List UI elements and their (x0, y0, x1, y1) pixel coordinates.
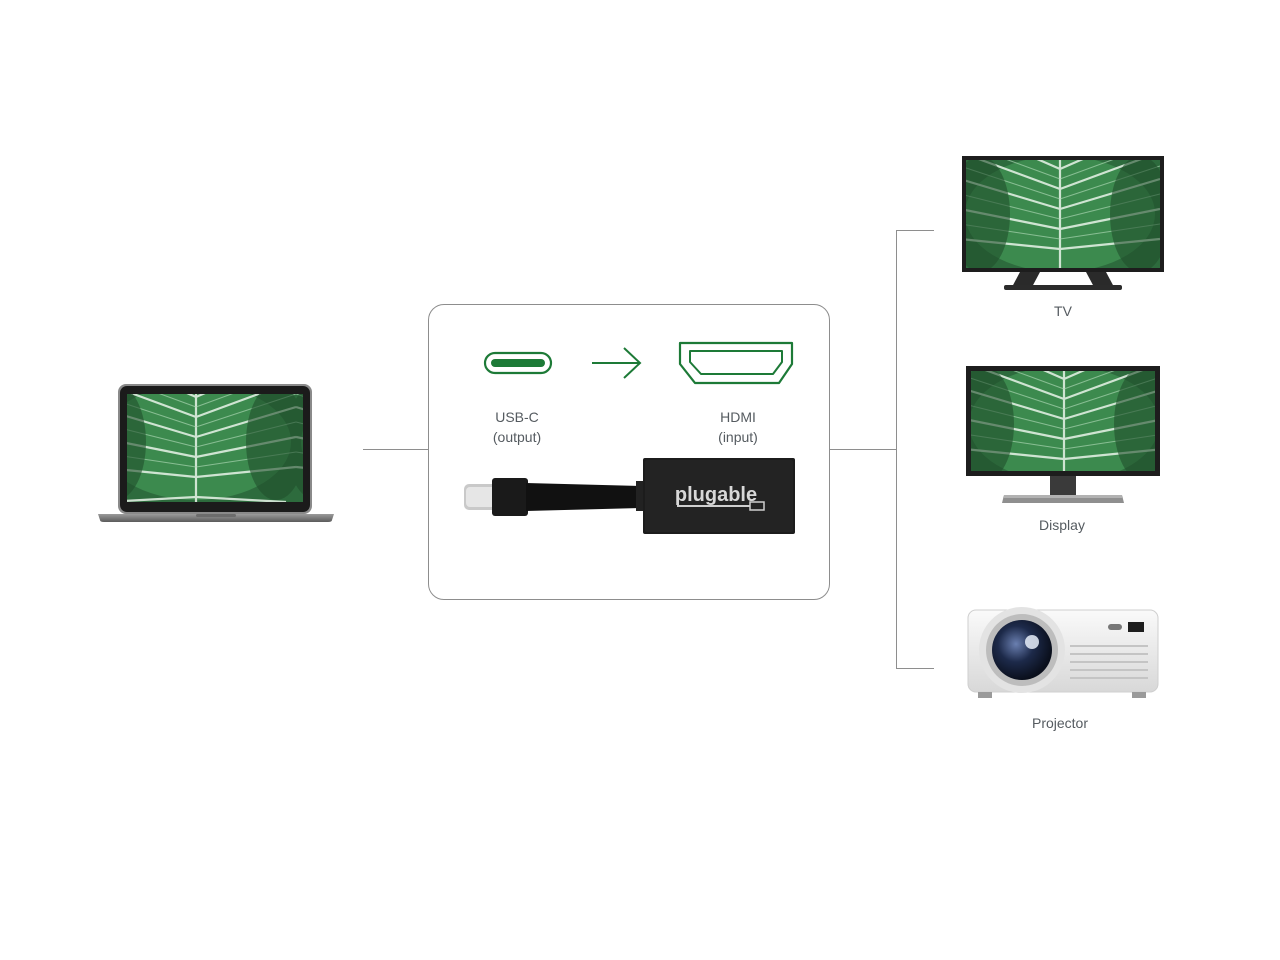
hdmi-port-icon (678, 341, 794, 385)
laptop-connector-line (363, 449, 428, 451)
tv-icon (962, 156, 1164, 290)
display-monitor-icon (966, 366, 1160, 503)
hdmi-sub-label: (input) (718, 429, 758, 445)
device-label-tv: TV (1054, 303, 1072, 319)
hdmi-label: HDMI (720, 409, 756, 425)
adapter-connector-line (830, 449, 897, 451)
brand-logo-text: plugable (675, 484, 757, 506)
adapter-panel (428, 304, 830, 600)
usb-c-label: USB-C (495, 409, 539, 425)
usb-c-port-icon (483, 351, 553, 375)
usb-c-sub-label: (output) (492, 429, 542, 445)
device-label-projector: Projector (1031, 715, 1089, 731)
laptop-icon (98, 384, 334, 522)
projector-icon (967, 607, 1159, 698)
device-label-display: Display (1039, 517, 1085, 533)
arrow-right-icon (592, 347, 642, 379)
branch-vertical-line (896, 230, 898, 669)
branch-line-projector (896, 668, 934, 670)
adapter-cable-image: plugable (464, 458, 795, 534)
branch-line-tv (896, 230, 934, 232)
